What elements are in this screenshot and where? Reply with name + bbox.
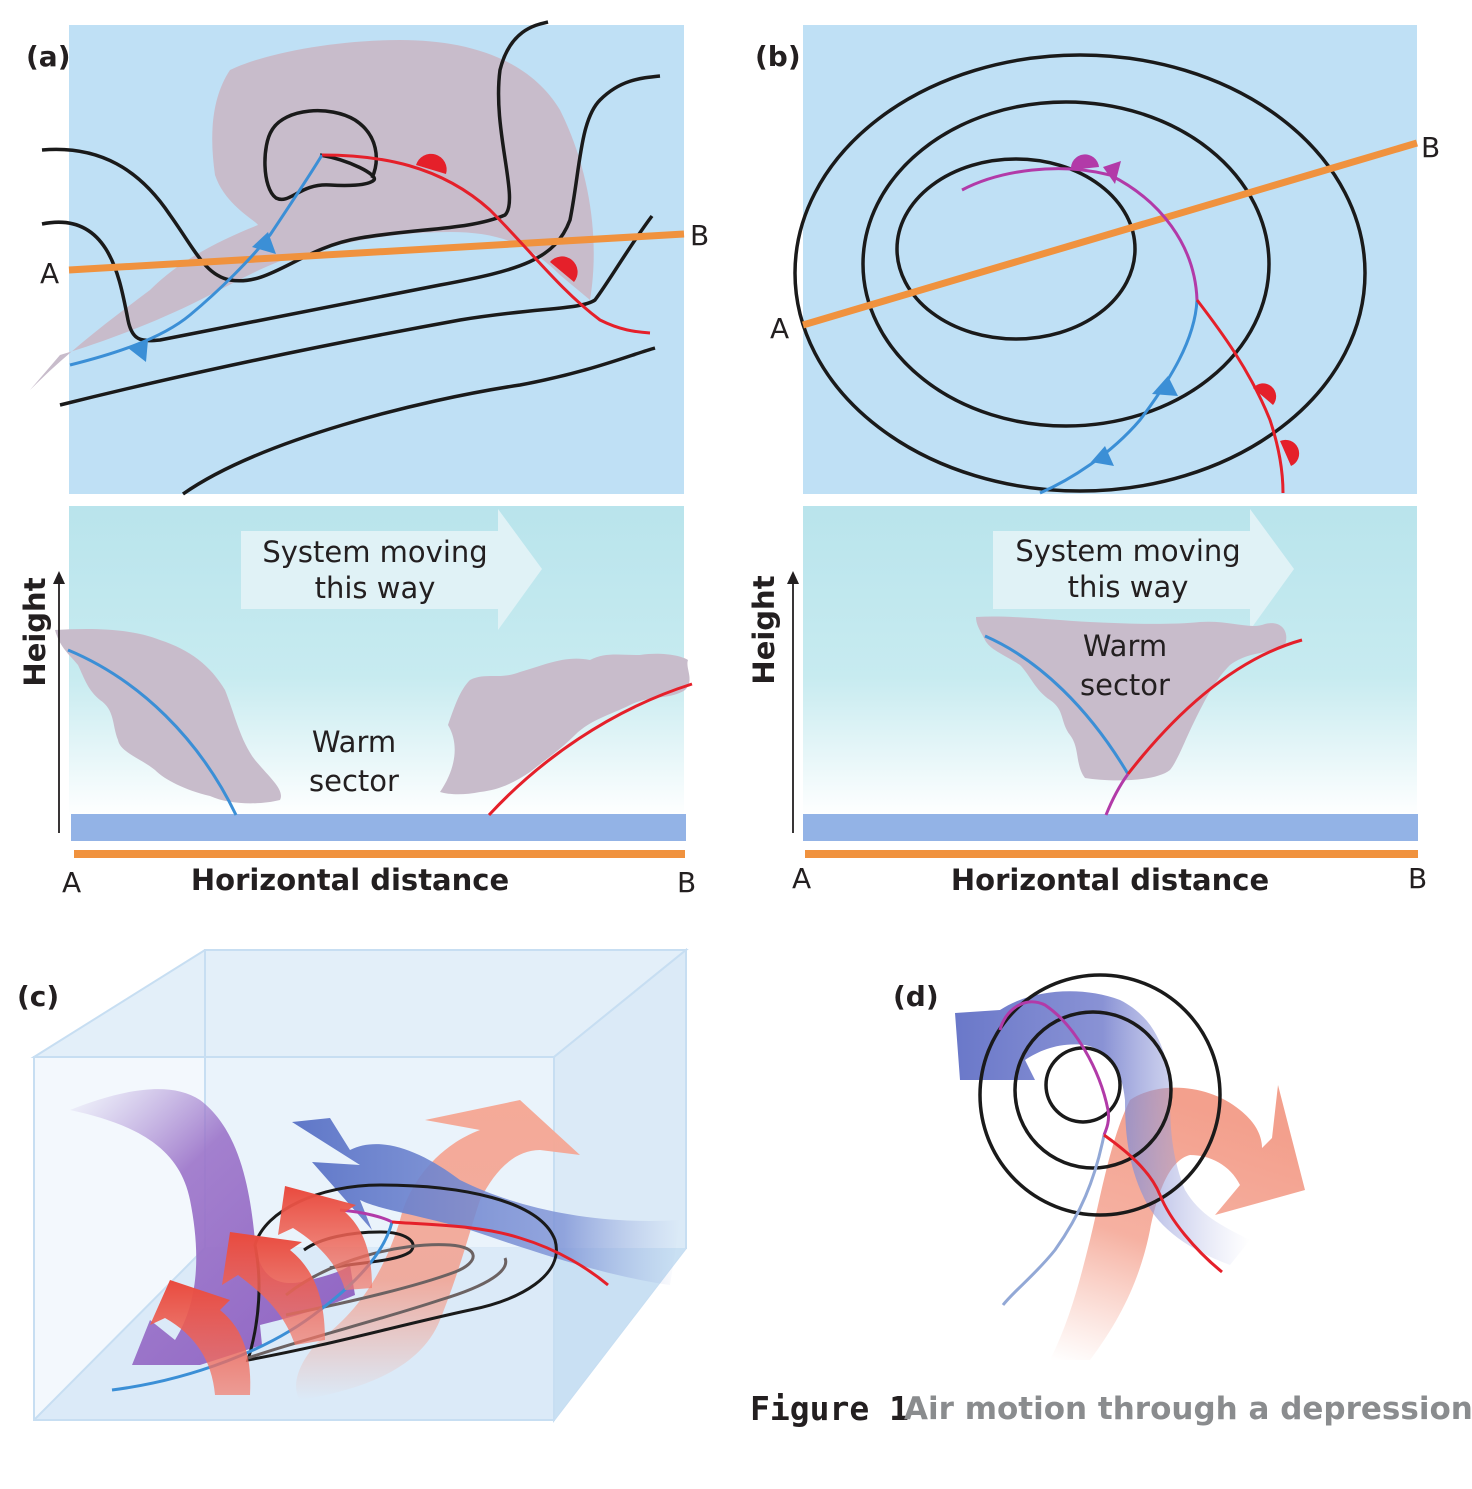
panel-c-warm-front — [391, 1220, 609, 1287]
panel-c-cold-conveyor — [292, 1118, 680, 1285]
panel-b-plan: A B (b) — [755, 25, 1440, 495]
panel-a-section-label-b: B — [690, 219, 709, 252]
panel-b-warm-text-2: sector — [1080, 668, 1170, 702]
panel-b-height-arrowhead — [787, 571, 799, 584]
panel-a-warm-cloud — [440, 653, 690, 795]
ascent-arrow — [278, 1186, 372, 1290]
isobar — [895, 157, 1137, 341]
warm-front-semicircle — [1253, 383, 1277, 405]
panel-a-warm-text-1: Warm — [312, 725, 396, 759]
figure-caption: Figure 1 Air motion through a depression — [750, 1389, 1472, 1428]
panel-b-x-right: B — [1408, 862, 1427, 895]
panel-a-warm-text-2: sector — [309, 764, 399, 798]
panel-b-motion-arrow — [993, 509, 1294, 630]
panel-d-warm-front — [1103, 1133, 1223, 1274]
cold-front-triangle — [252, 232, 276, 254]
panel-a-height-label: Height — [18, 577, 52, 686]
cold-front-triangle — [1152, 376, 1178, 396]
panel-b-arrow-text-2: this way — [1068, 570, 1189, 604]
caption-number: Figure 1 — [750, 1389, 909, 1428]
panel-b-ground — [803, 814, 1418, 841]
ascent-arrow — [222, 1232, 325, 1345]
panel-d-label: (d) — [893, 980, 939, 1013]
panel-b-height-label: Height — [747, 575, 781, 684]
warm-front-semicircle — [416, 153, 447, 174]
panel-b-section-label-a: A — [770, 312, 789, 345]
panel-b-distance-bar — [805, 850, 1418, 858]
panel-b-cold-front — [1039, 299, 1199, 495]
panel-a-label: (a) — [26, 40, 71, 73]
isobar — [1013, 1010, 1173, 1170]
warm-front-semicircle — [550, 256, 578, 282]
cold-front-triangle — [1091, 446, 1114, 466]
isobar — [978, 973, 1222, 1217]
panel-b-warm-front — [1195, 299, 1285, 494]
panel-b-cloud — [976, 616, 1287, 781]
panel-b-section-cold-front — [984, 634, 1130, 775]
panel-b-x-left: A — [792, 862, 811, 895]
isobar — [263, 108, 379, 202]
panel-b-arrow-text-1: System moving — [1015, 534, 1240, 568]
panel-a-x-right: B — [677, 866, 696, 899]
panel-c-label: (c) — [17, 980, 59, 1013]
isobar — [181, 346, 656, 496]
panel-b-label: (b) — [755, 40, 801, 73]
panel-a-distance-bar — [74, 850, 685, 858]
panel-d-cold-conveyor — [955, 991, 1250, 1265]
panel-d-warm-conveyor — [1050, 1085, 1305, 1360]
panel-a-motion-arrow — [241, 509, 542, 630]
isobar — [41, 74, 661, 343]
panel-b-section-warm-front — [1126, 638, 1303, 775]
panel-a-x-left: A — [62, 866, 81, 899]
panel-b-sky — [803, 25, 1417, 494]
panel-a-section-label-a: A — [40, 257, 59, 290]
box-edge — [33, 1247, 206, 1421]
panel-a-arrow-text-2: this way — [315, 571, 436, 605]
isobar — [41, 20, 549, 283]
panel-a-cold-front — [69, 154, 324, 367]
panel-d-occluded-front — [998, 1000, 1110, 1136]
warm-front-semicircle — [1280, 439, 1300, 466]
panel-a-section-line — [68, 230, 685, 274]
panel-a-ground — [71, 814, 686, 841]
panel-d-cold-front — [1001, 1134, 1106, 1306]
caption-text: Air motion through a depression — [904, 1391, 1472, 1427]
panel-a-x-axis-label: Horizontal distance — [191, 863, 509, 897]
panel-a-warm-front — [321, 153, 651, 335]
panel-b-section: System moving this way Warm sector Heigh… — [747, 506, 1427, 897]
panel-b-x-axis-label: Horizontal distance — [951, 863, 1269, 897]
isobar — [793, 53, 1367, 493]
panel-b-section-line — [802, 139, 1418, 329]
panel-c: (c) — [17, 947, 689, 1423]
isobar — [861, 100, 1271, 428]
isobar — [247, 1257, 508, 1360]
panel-d: (d) — [893, 973, 1305, 1360]
occluded-front-semicircle — [1070, 154, 1099, 170]
panel-a-arrow-text-1: System moving — [262, 535, 487, 569]
cold-front-triangle — [128, 340, 148, 362]
panel-a-cloud — [30, 40, 594, 390]
panel-b-isobars — [793, 53, 1367, 493]
ascent-arrow — [150, 1280, 251, 1395]
panel-a-section: System moving this way Warm sector Heigh… — [18, 506, 696, 899]
panel-a-plan: A B (a) — [26, 20, 709, 496]
panel-b-section-occluded-front — [1104, 773, 1130, 816]
panel-a-section-cold-front — [67, 648, 238, 816]
isobar — [59, 214, 654, 407]
panel-c-warm-conveyor — [296, 1100, 580, 1400]
panel-c-ascent-arrows — [150, 1186, 372, 1395]
panel-b-warm-text-1: Warm — [1083, 629, 1167, 663]
panel-a-section-warm-front — [487, 682, 693, 817]
panel-b-section-label-b: B — [1421, 131, 1440, 164]
panel-a-height-arrowhead — [53, 571, 65, 584]
panel-a-isobars — [41, 20, 661, 496]
occluded-front-triangle — [1103, 161, 1121, 184]
